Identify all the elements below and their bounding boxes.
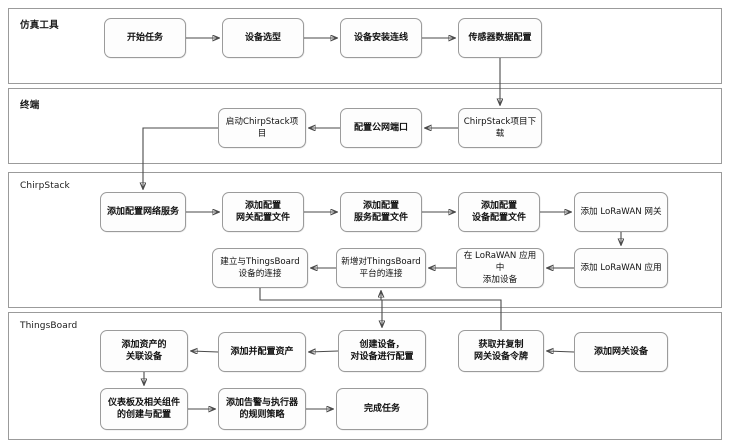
flow-node-n10[interactable]: 添加配置服务配置文件 xyxy=(340,192,422,232)
flow-node-label: 添加告警与执行器的规则策略 xyxy=(225,398,298,420)
flow-node-label: 获取并复制网关设备令牌 xyxy=(473,340,528,362)
flow-node-label: 添加配置网络服务 xyxy=(106,207,179,217)
flow-node-n2[interactable]: 设备选型 xyxy=(222,18,304,58)
flow-node-label: 在 LoRaWAN 应用中添加设备 xyxy=(463,251,537,285)
flow-node-n7[interactable]: 启动ChirpStack项目 xyxy=(218,108,306,148)
swimlane-terminal xyxy=(8,88,722,164)
flow-node-label: 配置公网端口 xyxy=(353,123,408,133)
flow-node-n24[interactable]: 完成任务 xyxy=(336,388,428,430)
flow-node-label: 添加 LoRaWAN 应用 xyxy=(580,263,662,273)
flow-node-label: 传感器数据配置 xyxy=(468,33,532,43)
flow-node-n12[interactable]: 添加 LoRaWAN 网关 xyxy=(574,192,668,232)
flow-node-label: 设备安装连线 xyxy=(353,33,408,43)
flow-node-n20[interactable]: 添加并配置资产 xyxy=(218,332,306,372)
flow-node-label: 启动ChirpStack项目 xyxy=(225,117,299,139)
flow-node-n18[interactable]: 获取并复制网关设备令牌 xyxy=(458,330,544,372)
swimlane-label-thingsboard: ThingsBoard xyxy=(20,321,78,331)
flow-node-label: 创建设备，对设备进行配置 xyxy=(350,340,414,362)
flow-node-label: 添加资产的关联设备 xyxy=(121,340,167,362)
flow-node-n13[interactable]: 添加 LoRaWAN 应用 xyxy=(574,248,668,288)
flow-node-label: 添加配置设备配置文件 xyxy=(471,201,526,223)
flow-node-n5[interactable]: ChirpStack项目下载 xyxy=(458,108,542,148)
flow-node-label: 仪表板及相关组件的创建与配置 xyxy=(107,398,180,420)
flow-node-label: 添加网关设备 xyxy=(593,347,648,357)
flow-node-n17[interactable]: 添加网关设备 xyxy=(574,332,668,372)
flow-node-label: 开始任务 xyxy=(126,33,163,43)
flow-node-n3[interactable]: 设备安装连线 xyxy=(340,18,422,58)
flow-node-n21[interactable]: 添加资产的关联设备 xyxy=(100,330,188,372)
flow-node-n4[interactable]: 传感器数据配置 xyxy=(458,18,542,58)
flow-node-n11[interactable]: 添加配置设备配置文件 xyxy=(458,192,540,232)
flow-node-label: 添加配置网关配置文件 xyxy=(235,201,290,223)
flow-node-label: 完成任务 xyxy=(363,404,400,414)
flow-node-label: ChirpStack项目下载 xyxy=(463,117,537,139)
flow-node-n9[interactable]: 添加配置网关配置文件 xyxy=(222,192,304,232)
flow-node-label: 添加配置服务配置文件 xyxy=(353,201,408,223)
flow-node-n8[interactable]: 添加配置网络服务 xyxy=(100,192,186,232)
swimlane-label-terminal: 终端 xyxy=(20,100,40,111)
flow-node-label: 设备选型 xyxy=(244,33,281,43)
flow-node-n1[interactable]: 开始任务 xyxy=(104,18,186,58)
swimlane-label-simulation: 仿真工具 xyxy=(20,20,59,31)
flow-node-label: 添加并配置资产 xyxy=(230,347,294,357)
flow-node-label: 添加 LoRaWAN 网关 xyxy=(580,207,662,217)
swimlane-simulation xyxy=(8,8,722,84)
flow-node-n22[interactable]: 仪表板及相关组件的创建与配置 xyxy=(100,388,188,430)
swimlane-label-chirpstack: ChirpStack xyxy=(20,181,70,191)
flow-node-n23[interactable]: 添加告警与执行器的规则策略 xyxy=(218,388,306,430)
flow-node-n19[interactable]: 创建设备，对设备进行配置 xyxy=(338,330,426,372)
flow-node-n14[interactable]: 在 LoRaWAN 应用中添加设备 xyxy=(456,248,544,288)
flow-node-n6[interactable]: 配置公网端口 xyxy=(340,108,422,148)
